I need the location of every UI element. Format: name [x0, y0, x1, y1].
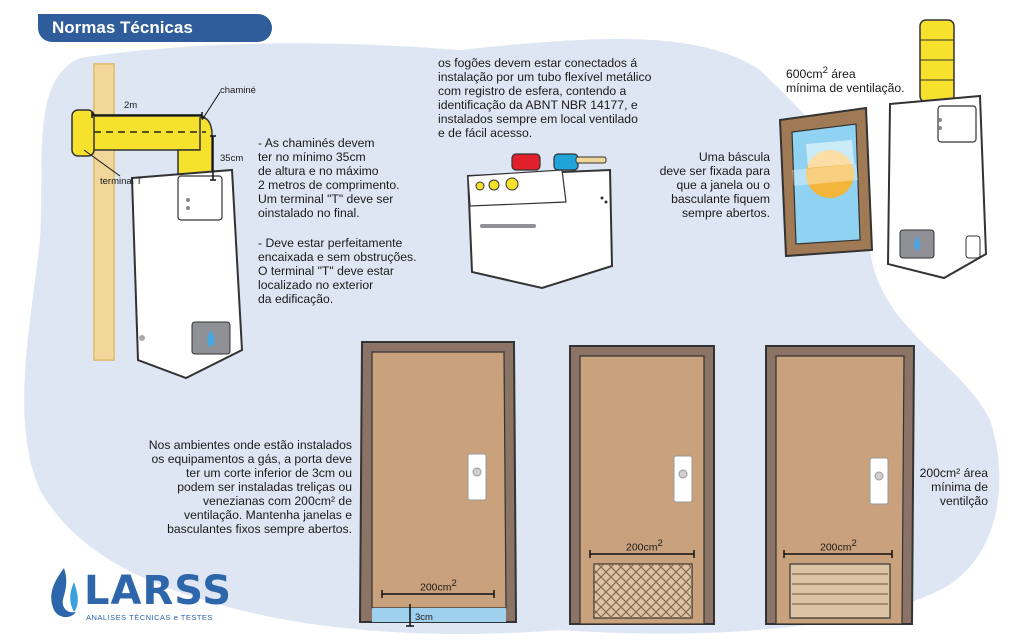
door-louver-illustration	[765, 345, 916, 625]
gas-valve-red	[511, 153, 541, 171]
door-cut-illustration	[358, 341, 518, 627]
door-handle	[467, 453, 487, 501]
chimney-heater-illustration	[71, 63, 244, 380]
flame-icon	[207, 330, 215, 347]
label-chimney: chaminé	[220, 85, 256, 96]
flame-logo-icon	[51, 568, 78, 618]
window-area-label: 600cm2 área mínima de ventilação.	[786, 65, 905, 96]
label-35cm: 35cm	[220, 153, 244, 164]
terminal-pointer	[83, 149, 121, 177]
page-title: Normas Técnicas	[38, 14, 272, 42]
label-terminal-t: terminal T	[100, 176, 143, 187]
dimension-35cm	[210, 135, 216, 181]
window-illustration	[778, 106, 874, 258]
larss-logo: LARSS ANALISES TÉCNICAS e TESTES	[46, 566, 236, 626]
door-lattice-illustration	[569, 345, 715, 625]
flame-icon	[914, 236, 920, 251]
wall-heater-illustration	[886, 19, 988, 280]
door-handle	[673, 455, 693, 503]
door-leaf	[775, 355, 905, 625]
logo-tagline: ANALISES TÉCNICAS e TESTES	[86, 613, 213, 622]
door3-area-label: 200cm2	[820, 538, 857, 554]
door2-area-label: 200cm2	[626, 538, 663, 554]
gas-valve-blue	[553, 153, 579, 171]
stove-illustration	[466, 153, 614, 290]
oven-handle	[480, 224, 536, 228]
door-handle	[869, 457, 889, 505]
louver-vent	[789, 563, 891, 619]
wall-beam	[93, 63, 115, 361]
logo-wordmark: LARSS	[84, 568, 233, 614]
door1-gap-label: 3cm	[415, 612, 433, 623]
dimension-2m	[91, 112, 203, 118]
chimney-pointer	[201, 91, 221, 121]
terminal-t	[71, 109, 95, 157]
door1-area-label: 200cm2	[420, 578, 457, 594]
door-gap	[372, 608, 506, 622]
label-2m: 2m	[124, 100, 138, 111]
chimney-pipe-horizontal	[87, 115, 209, 151]
door-leaf	[579, 355, 705, 625]
